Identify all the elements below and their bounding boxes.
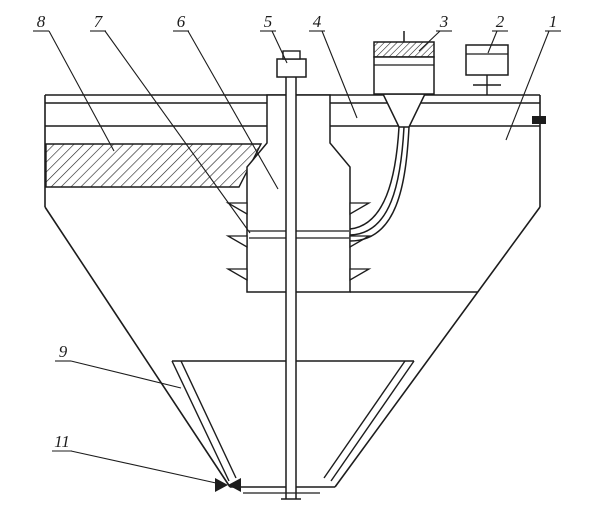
shaft-top-cap: [282, 50, 301, 60]
callout-labels: 8 7 6 5 4 3 2 1 9 11: [37, 12, 558, 451]
callout-label-5: 5: [264, 12, 273, 31]
feedwell-body: [246, 94, 351, 293]
cone-left-wall: [44, 206, 231, 488]
inner-cone-left-outer: [171, 360, 230, 482]
baffle-fin-left-1: [225, 202, 248, 216]
leader-line-2: [487, 30, 498, 54]
leader-line-4: [321, 30, 358, 119]
central-shaft: [276, 50, 307, 500]
callout-leaders: [33, 30, 561, 484]
callout-label-11: 11: [54, 432, 70, 451]
baffle-fin-right-1: [349, 202, 372, 216]
inclined-plate-hatch: [45, 143, 263, 188]
baffle-fin-right-3: [349, 268, 372, 282]
callout-label-1: 1: [549, 12, 558, 31]
leader-line-6: [187, 30, 279, 190]
feed-pipe-wall-outer: [349, 126, 400, 230]
leader-line-11: [70, 450, 217, 484]
callout-label-9: 9: [59, 342, 68, 361]
motor-assembly: [373, 31, 435, 95]
callout-label-8: 8: [37, 12, 46, 31]
wall-nozzle: [532, 116, 546, 124]
baffle-fin-left-3: [225, 268, 248, 282]
leader-line-1: [505, 30, 550, 141]
feed-pipe: [349, 126, 410, 242]
motor-body: [373, 56, 435, 95]
feed-pipe-wall-inner: [349, 126, 410, 242]
leader-line-7: [104, 30, 251, 234]
inner-cone-left-inner: [180, 360, 237, 479]
feed-box-housing: [465, 44, 509, 76]
leader-line-3: [418, 30, 441, 52]
baffle-fins: [225, 202, 372, 282]
callout-label-6: 6: [177, 12, 186, 31]
callout-label-3: 3: [439, 12, 449, 31]
valve-bowtie-left: [215, 478, 228, 492]
valve-bowtie-right: [228, 478, 241, 492]
leader-line-8: [48, 30, 115, 152]
shaft-mask: [286, 77, 296, 499]
inner-cone-right-inner: [323, 360, 406, 479]
leader-line-9: [70, 360, 182, 389]
shaft-top-bearing-box: [276, 58, 307, 78]
drain-valve: [215, 478, 241, 492]
callout-label-7: 7: [94, 12, 104, 31]
feedwell: [225, 94, 372, 293]
inclined-plate-zone: [45, 143, 263, 188]
cone-right-wall: [334, 206, 541, 488]
feed-box: [465, 44, 509, 95]
baffle-fin-left-2: [225, 235, 248, 249]
callout-label-2: 2: [496, 12, 505, 31]
motor-finned-cap: [373, 41, 435, 58]
callout-label-4: 4: [313, 12, 322, 31]
leader-line-5: [271, 30, 288, 64]
feed-pipe-centerline: [349, 126, 405, 236]
inner-cone-right-outer: [330, 360, 415, 482]
